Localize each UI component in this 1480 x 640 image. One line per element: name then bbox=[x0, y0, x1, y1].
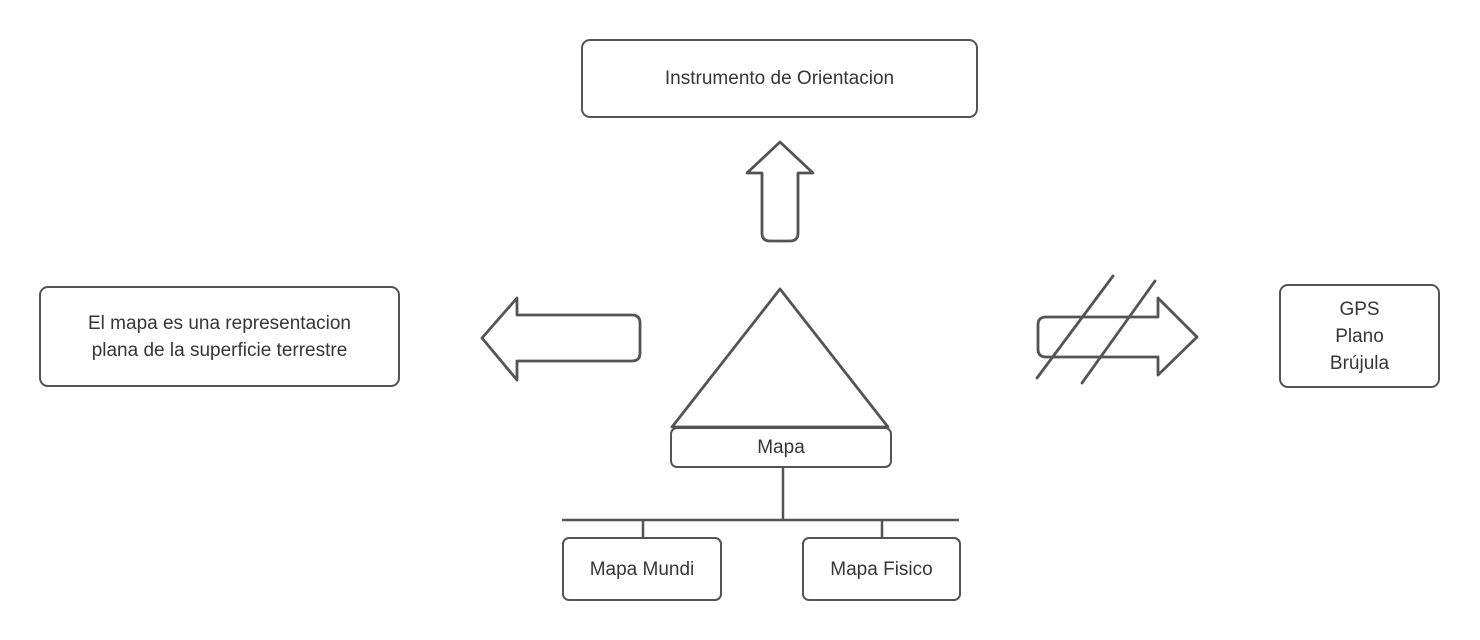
node-definicion-mapa: El mapa es una representacion plana de l… bbox=[39, 286, 400, 387]
node-definicion-label: El mapa es una representacion plana de l… bbox=[88, 312, 351, 361]
node-mapa-fisico: Mapa Fisico bbox=[802, 537, 961, 601]
node-gps-plano-brujula: GPS Plano Brújula bbox=[1279, 284, 1440, 388]
right-block-arrow-icon bbox=[1036, 296, 1199, 377]
node-mapa-mundi-label: Mapa Mundi bbox=[589, 558, 695, 580]
cross-slash-icon bbox=[1035, 274, 1115, 380]
left-block-arrow-icon bbox=[480, 296, 642, 382]
node-mapa-label: Mapa bbox=[757, 437, 805, 458]
node-instrumento-de-orientacion: Instrumento de Orientacion bbox=[581, 39, 978, 118]
node-instrumento-label: Instrumento de Orientacion bbox=[664, 68, 895, 89]
node-mapa-mundi: Mapa Mundi bbox=[562, 537, 722, 601]
up-block-arrow-icon bbox=[745, 140, 815, 243]
node-mapa-fisico-label: Mapa Fisico bbox=[830, 558, 933, 580]
cross-slash-icon bbox=[1080, 279, 1157, 385]
node-gps-label: GPS Plano Brújula bbox=[1329, 298, 1390, 374]
node-mapa: Mapa bbox=[670, 427, 892, 468]
triangle-icon bbox=[670, 287, 890, 429]
